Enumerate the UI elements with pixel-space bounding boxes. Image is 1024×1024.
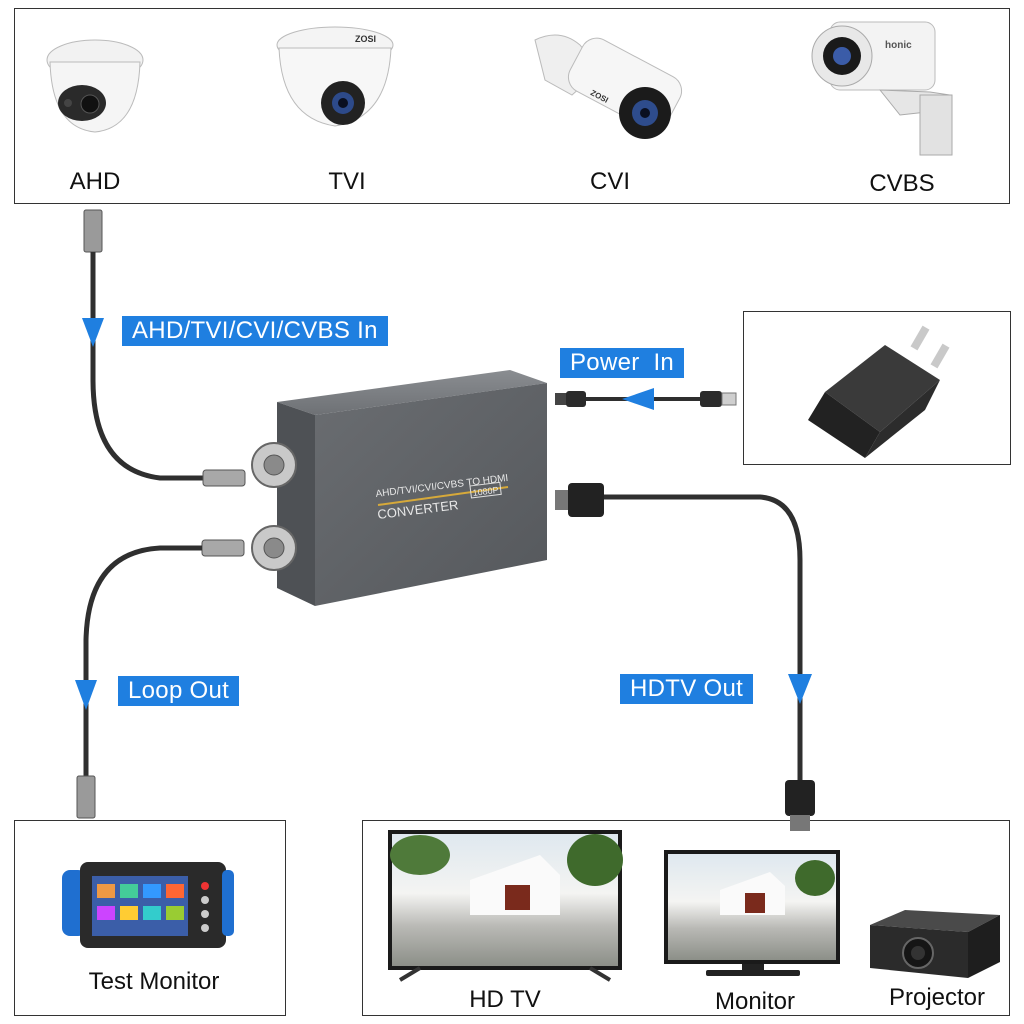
camera-label-cvi: CVI [589,168,630,195]
hdtv-flow-label: HDTV Out [620,674,754,704]
loop-flow-label: Loop Out [118,676,240,706]
power-adapter-icon [808,325,950,458]
input-cable [83,209,246,487]
output-label-test-monitor: Test Monitor [88,968,220,995]
hdmi-cable [555,483,815,831]
hdtv-arrow-icon [788,674,812,704]
monitor-icon [664,850,840,976]
converter-box-icon [251,370,547,606]
hd-tv-icon [388,830,623,982]
power-flow-label: Power In [560,348,685,378]
output-label-monitor: Monitor [714,988,796,1015]
cvi-bullet-camera-icon [534,34,683,139]
converter-badge: 1080P [472,485,499,498]
camera-label-cvbs: CVBS [869,170,935,197]
test-monitor-icon [62,862,234,948]
cvbs-bullet-camera-icon [811,21,953,156]
input-flow-label: AHD/TVI/CVI/CVBS In [122,316,388,346]
tvi-brand-mark: ZOSI [355,34,377,44]
loop-arrow-icon [75,680,97,710]
input-arrow-icon [82,318,104,347]
tvi-dome-camera-icon [276,26,394,127]
power-arrow-icon [622,388,654,410]
camera-label-ahd: AHD [69,168,121,195]
ahd-dome-camera-icon [46,39,144,133]
output-label-hd-tv: HD TV [469,986,541,1013]
loop-out-cable [76,539,245,819]
output-label-projector: Projector [888,984,986,1011]
converter-badge-frame [469,481,502,499]
projector-icon [870,910,1000,978]
camera-label-tvi: TVI [328,168,366,195]
cvbs-brand-mark: honic [885,40,912,51]
